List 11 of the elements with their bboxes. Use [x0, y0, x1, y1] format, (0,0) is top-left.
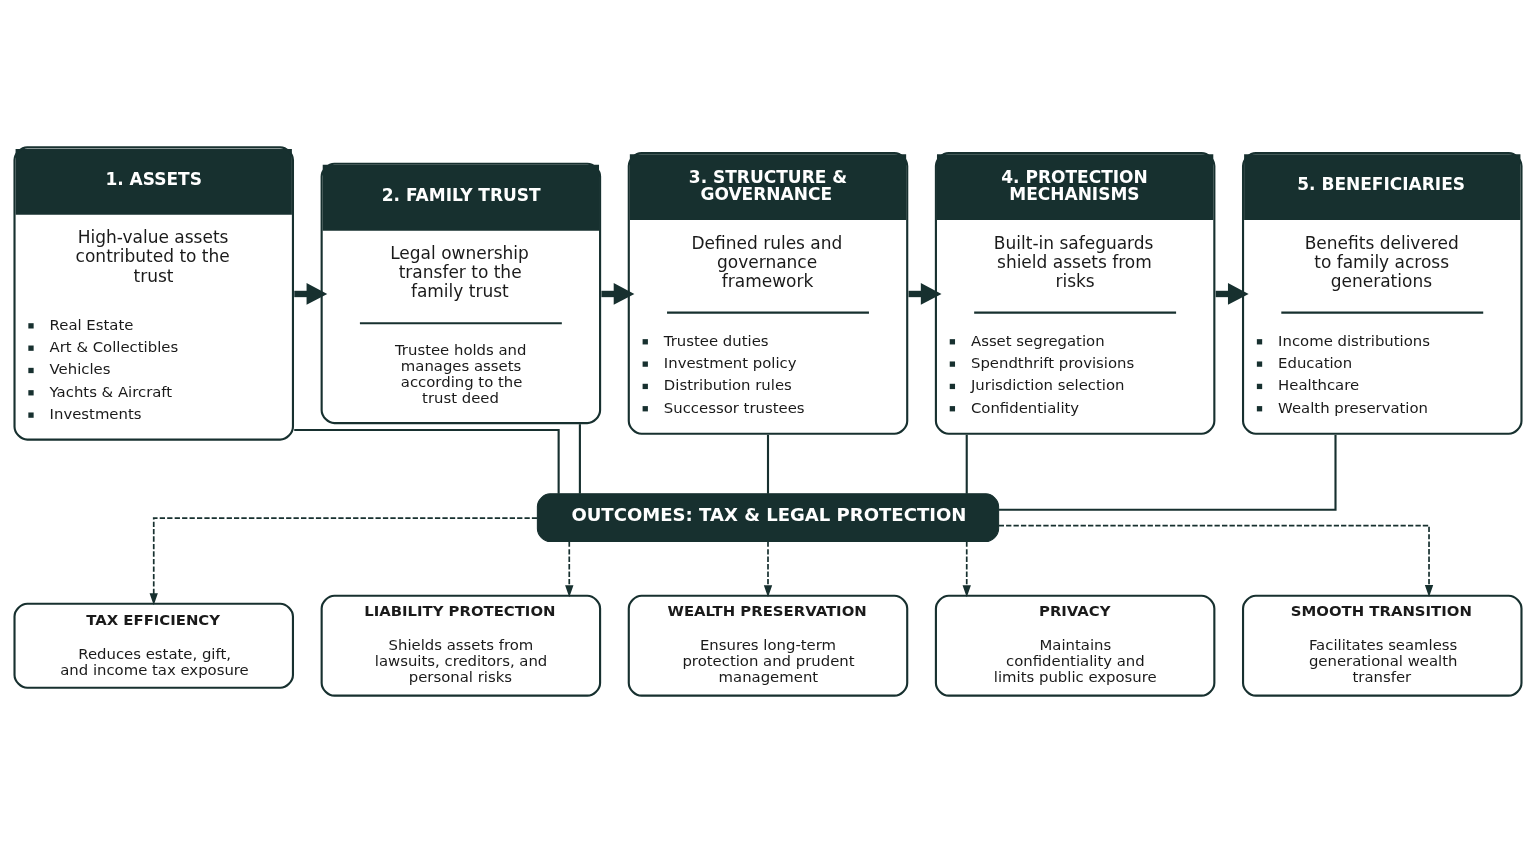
connector [578, 424, 581, 494]
arrow [962, 540, 971, 598]
arrow [997, 524, 1434, 598]
connector [965, 434, 968, 494]
connector [766, 434, 770, 494]
arrow [149, 517, 538, 606]
arrow [565, 540, 574, 598]
connector [998, 435, 1337, 511]
node-box: OUTCOMES: TAX & LEGAL PROTECTION [536, 493, 1000, 543]
arrow [763, 540, 773, 598]
connector [294, 428, 560, 494]
